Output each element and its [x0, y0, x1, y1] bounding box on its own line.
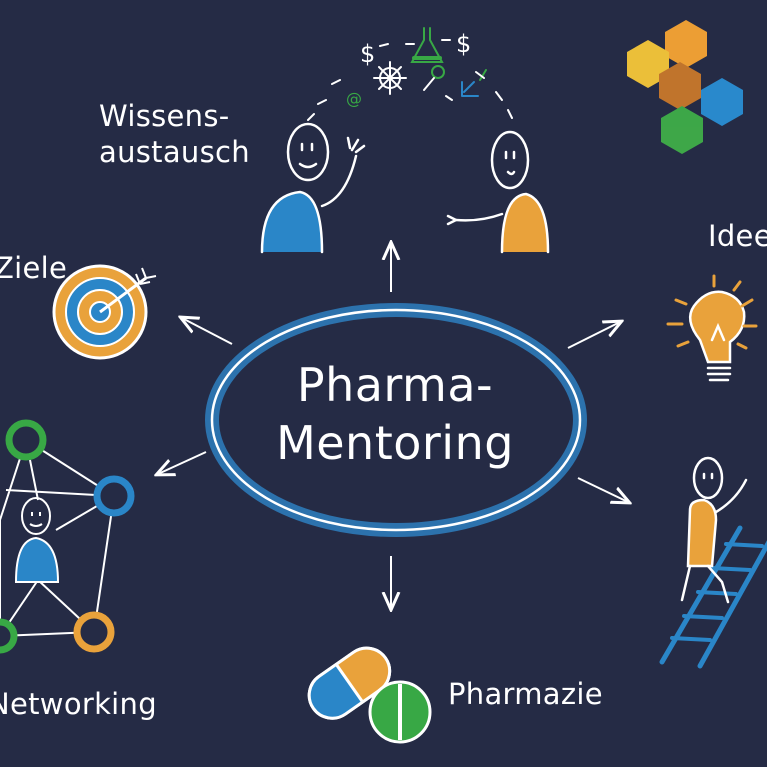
arrow-down-left [158, 451, 207, 474]
idea-symbols: $ $ @ [307, 27, 513, 121]
center-title-line1: Pharma- [296, 358, 494, 412]
center-title: Pharma- Mentoring [210, 356, 580, 472]
arrow-down-right [577, 477, 628, 502]
svg-text:$: $ [456, 30, 471, 58]
label-networking: Networking [0, 687, 157, 721]
label-wissensaustausch: Wissens- austausch [99, 99, 250, 169]
ladder-icon [659, 456, 767, 669]
arrow-up-right [567, 322, 620, 349]
arrow-up-left [182, 318, 233, 345]
pill-icon [307, 646, 432, 744]
lightbulb-icon [666, 274, 758, 382]
label-ziele: Ziele [0, 251, 68, 285]
knowledge-exchange-icon [260, 122, 550, 254]
network-icon [0, 419, 135, 654]
label-pharmazie: Pharmazie [448, 677, 603, 711]
logo-hexagons-icon [627, 20, 743, 154]
center-title-line2: Mentoring [276, 416, 514, 470]
center-ellipse [205, 303, 587, 537]
svg-text:$: $ [360, 40, 375, 68]
arrows [158, 244, 628, 608]
svg-text:@: @ [346, 89, 362, 108]
label-ideen: Ideen [708, 219, 767, 253]
target-icon [52, 264, 157, 360]
